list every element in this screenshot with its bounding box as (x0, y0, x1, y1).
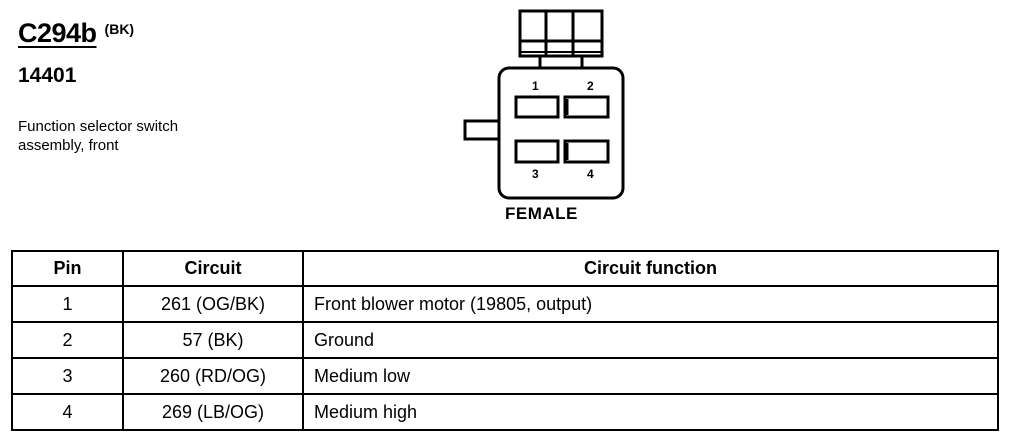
cavity-3 (514, 139, 560, 164)
connector-id: C294b (18, 18, 97, 48)
wire-block (518, 9, 604, 58)
cell-function: Medium high (302, 393, 999, 431)
cell-function: Medium low (302, 357, 999, 395)
cell-circuit: 260 (RD/OG) (122, 357, 304, 395)
cavity-label-2: 2 (587, 79, 594, 93)
cell-circuit: 269 (LB/OG) (122, 393, 304, 431)
cavity-label-1: 1 (532, 79, 539, 93)
table-row: 2 57 (BK) Ground (11, 321, 999, 359)
connector-face-svg: 1 2 3 4 (463, 9, 625, 200)
part-number: 14401 (18, 64, 77, 87)
header-circuit-function: Circuit function (302, 250, 999, 287)
cell-pin: 3 (11, 357, 124, 395)
table-row: 3 260 (RD/OG) Medium low (11, 357, 999, 395)
connector-header: C294b (BK) (18, 18, 134, 49)
pinout-table: Pin Circuit Circuit function 1 261 (OG/B… (11, 250, 999, 431)
cell-function: Front blower motor (19805, output) (302, 285, 999, 323)
locking-tab (463, 119, 501, 141)
connector-body (497, 66, 625, 200)
cavity-4 (563, 139, 610, 164)
cavity-2 (563, 95, 610, 119)
connector-face-diagram: 1 2 3 4 (460, 4, 640, 200)
cell-circuit: 261 (OG/BK) (122, 285, 304, 323)
connector-description: Function selector switch assembly, front (18, 117, 278, 155)
cell-function: Ground (302, 321, 999, 359)
cavity-1 (514, 95, 560, 119)
table-row: 4 269 (LB/OG) Medium high (11, 393, 999, 431)
cavity-label-4: 4 (587, 167, 594, 181)
connector-color-code: (BK) (104, 21, 135, 37)
cell-pin: 4 (11, 393, 124, 431)
cell-pin: 1 (11, 285, 124, 323)
header-circuit: Circuit (122, 250, 304, 287)
cell-pin: 2 (11, 321, 124, 359)
description-line: Function selector switch (18, 118, 179, 135)
cavity-label-3: 3 (532, 167, 539, 181)
connector-gender: FEMALE (505, 204, 578, 223)
cell-circuit: 57 (BK) (122, 321, 304, 359)
description-line: assembly, front (18, 137, 119, 154)
table-row: 1 261 (OG/BK) Front blower motor (19805,… (11, 285, 999, 323)
header-pin: Pin (11, 250, 124, 287)
table-header-row: Pin Circuit Circuit function (11, 250, 999, 287)
